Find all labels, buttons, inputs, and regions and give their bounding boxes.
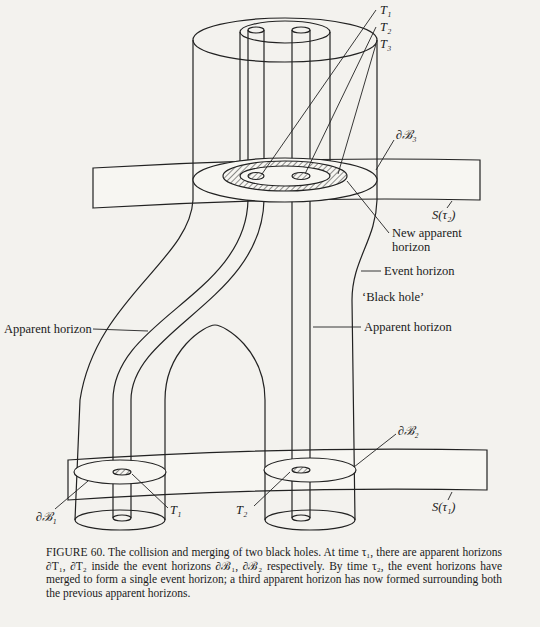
leader-line [448, 492, 452, 500]
event-horizon-crotch [165, 325, 265, 520]
boundary-label: ∂ℬ₁ [36, 510, 57, 524]
region-label: ‘Black hole’ [362, 290, 424, 304]
leader-line [347, 181, 389, 233]
event-horizon-section [74, 460, 166, 484]
hypersurface-tau2 [93, 159, 480, 208]
surface-label: T₂ [380, 20, 391, 34]
leader-line [338, 44, 376, 174]
leader-line [93, 329, 148, 331]
horizon-label: Apparent horizon [4, 322, 92, 336]
trapped-section [292, 467, 310, 473]
leader-line [305, 27, 376, 174]
leader-line [361, 271, 381, 272]
hypersurface-label: S(τ₁) [432, 500, 455, 514]
horizon-label: Event horizon [384, 264, 454, 278]
trapped-section [292, 173, 310, 180]
leader-line [262, 10, 376, 174]
apparent-horizon-bottom [113, 515, 131, 521]
hatched-ring [223, 161, 347, 191]
trapped-section [248, 173, 264, 180]
event-horizon-left [75, 40, 193, 520]
surface-label: T₁ [170, 503, 181, 517]
apparent-horizon-left [131, 30, 264, 518]
boundary-label: ∂ℬ₂ [398, 424, 419, 438]
apparent-horizon-top [292, 27, 310, 33]
leader-line [132, 474, 168, 508]
new-apparent-horizon-side [329, 32, 330, 176]
surface-label: T₂ [236, 503, 247, 517]
new-apparent-horizon-side [239, 32, 240, 176]
apparent-horizon-right [291, 30, 292, 518]
figure-caption: FIGURE 60. The collision and merging of … [46, 546, 502, 600]
apparent-horizon-left [113, 30, 248, 518]
hypersurface-label: S(τ₂) [432, 208, 455, 222]
event-horizon-top [193, 18, 377, 62]
event-horizon-section [193, 158, 377, 202]
apparent-horizon-right [309, 30, 310, 518]
leader-line [354, 434, 396, 467]
horizon-label: Apparent horizon [364, 320, 452, 334]
leader-line [313, 327, 361, 328]
leader-line [376, 140, 394, 170]
horizon-label: New apparent horizon [392, 226, 486, 254]
apparent-horizon-bottom [292, 515, 310, 521]
leader-line [254, 472, 290, 506]
apparent-horizon-top [248, 27, 264, 33]
leader-line [55, 481, 88, 509]
surface-label: T₁ [380, 3, 391, 17]
leader-line [447, 201, 452, 208]
event-horizon-section [264, 458, 356, 482]
trapped-section [113, 469, 131, 475]
surface-label: T₃ [380, 37, 391, 51]
event-horizon-bottom-left [75, 510, 165, 530]
boundary-label: ∂ℬ₃ [396, 128, 417, 142]
new-apparent-horizon-top [240, 21, 330, 43]
